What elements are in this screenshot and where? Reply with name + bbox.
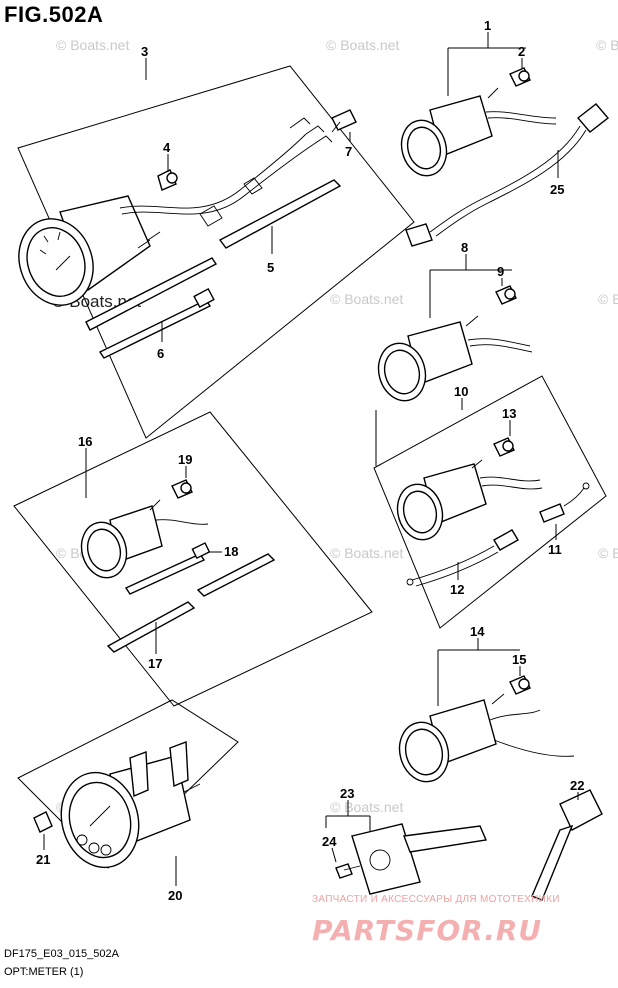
boats-watermark: © Boats.net (330, 799, 403, 815)
tube-17 (106, 553, 276, 653)
group-box-10 (373, 375, 607, 629)
boats-watermark: © Boats.net (598, 545, 618, 561)
gauge-8 (377, 315, 533, 402)
callout-15: 15 (512, 652, 526, 667)
boats-watermark: © Boats.net (596, 37, 618, 53)
callout-5: 5 (267, 260, 274, 275)
callout-11: 11 (548, 542, 562, 557)
callout-4: 4 (163, 140, 171, 155)
callout-23: 23 (340, 786, 354, 801)
boats-watermark: © Boats.net (56, 37, 129, 53)
bulb-13 (493, 437, 515, 457)
callout-19: 19 (178, 452, 192, 467)
callout-1: 1 (484, 18, 491, 33)
gauge-16 (80, 499, 209, 579)
bulb-19 (171, 479, 193, 499)
boats-watermarks: © Boats.net © Boats.net © Boats.net © Bo… (52, 37, 618, 815)
bulb-9 (495, 285, 517, 305)
bulb-15 (509, 675, 531, 695)
callout-13: 13 (502, 406, 516, 421)
callout-numbers: 1 2 3 4 5 6 7 8 9 10 11 12 13 14 15 16 1… (36, 18, 584, 903)
leader-lines (43, 32, 579, 886)
boats-watermark: © Boats.net (326, 37, 399, 53)
bulb-21 (33, 811, 53, 833)
boats-watermark: © Boats.net (330, 291, 403, 307)
callout-16: 16 (78, 434, 92, 449)
callout-7: 7 (345, 144, 352, 159)
terminal-7 (331, 109, 357, 133)
bracket-23 (351, 823, 487, 895)
boats-watermark: © Boats.net (598, 291, 618, 307)
gauge-1 (400, 87, 557, 177)
gauge-3 (18, 117, 333, 306)
lead-11 (539, 482, 590, 523)
tube-5 (85, 179, 342, 331)
callout-3: 3 (141, 44, 148, 59)
callout-6: 6 (157, 346, 164, 361)
tie-18 (124, 542, 211, 595)
screw-24 (335, 863, 361, 879)
callout-2: 2 (518, 44, 525, 59)
gauge-20 (60, 741, 201, 869)
dealer-logo: PARTSFOR.RU (312, 914, 542, 947)
callout-18: 18 (224, 544, 238, 559)
dealer-watermark: ЗАПЧАСТИ И АКСЕССУАРЫ ДЛЯ МОТОТЕХНИКИ PA… (312, 894, 560, 947)
bulb-2 (509, 67, 531, 87)
figure-caption: OPT:METER (1) (4, 966, 84, 978)
cable-25 (405, 103, 610, 247)
callout-12: 12 (450, 582, 464, 597)
callout-24: 24 (322, 834, 337, 849)
group-box-3 (17, 65, 415, 439)
tie-6 (98, 287, 215, 359)
bulb-4 (157, 169, 178, 191)
callout-22: 22 (570, 778, 584, 793)
sender-22 (531, 789, 603, 901)
callout-17: 17 (148, 656, 162, 671)
callout-20: 20 (168, 888, 182, 903)
callout-9: 9 (497, 264, 504, 279)
gauge-10 (396, 459, 543, 541)
callout-14: 14 (470, 624, 485, 639)
callout-25: 25 (550, 182, 564, 197)
dealer-tagline: ЗАПЧАСТИ И АКСЕССУАРЫ ДЛЯ МОТОТЕХНИКИ (312, 894, 560, 905)
boats-watermark: © Boats.net (330, 545, 403, 561)
gauge-14 (398, 693, 575, 783)
callout-10: 10 (454, 384, 468, 399)
model-code: DF175_E03_015_502A (4, 948, 119, 960)
callout-21: 21 (36, 852, 50, 867)
callout-8: 8 (461, 240, 468, 255)
figure-title: FIG.502A (4, 2, 104, 27)
